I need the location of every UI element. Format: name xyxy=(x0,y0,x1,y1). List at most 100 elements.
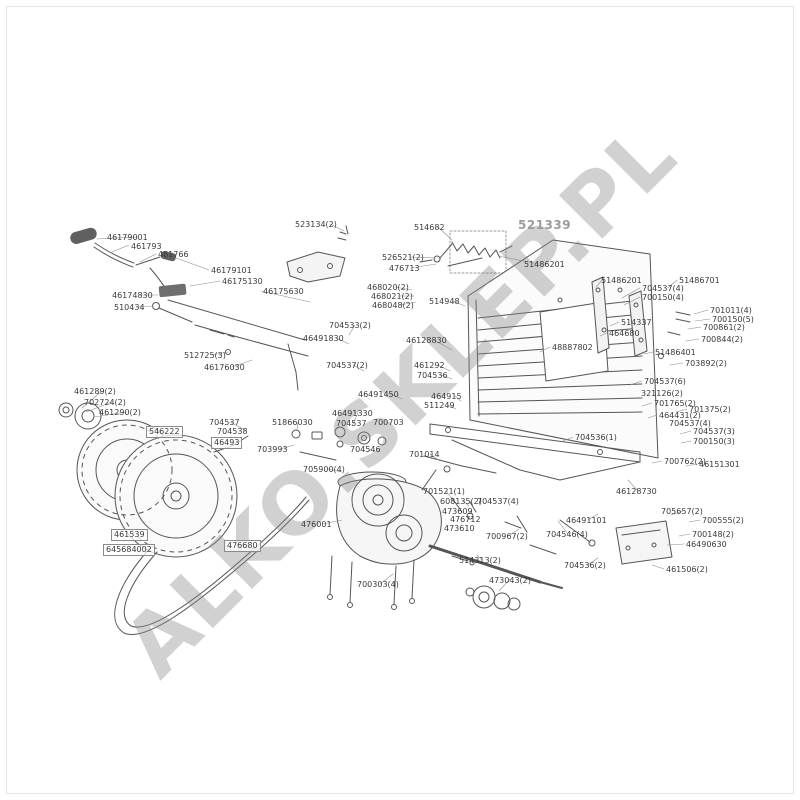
part-label: 700762(2) xyxy=(664,457,706,466)
part-label: 514682 xyxy=(414,223,445,232)
part-label: 705900(4) xyxy=(303,465,345,474)
part-label: 46491450 xyxy=(358,390,399,399)
part-label: 700967(2) xyxy=(486,532,528,541)
part-label: 464915 xyxy=(431,392,462,401)
part-label: 701375(2) xyxy=(689,405,731,414)
part-label: 46176030 xyxy=(204,363,245,372)
part-label: 704537 xyxy=(209,418,240,427)
part-label: 700861(2) xyxy=(703,323,745,332)
part-label: 704536 xyxy=(417,371,448,380)
part-label: 468021(2) xyxy=(371,292,413,301)
part-label: 514948 xyxy=(429,297,460,306)
part-label: 511249 xyxy=(424,401,455,410)
part-label: 523134(2) xyxy=(295,220,337,229)
part-label: 476680 xyxy=(224,540,261,552)
part-label: 700555(2) xyxy=(702,516,744,525)
part-label: 704537(4) xyxy=(642,284,684,293)
part-label: 701765(2) xyxy=(654,399,696,408)
part-label: 510434 xyxy=(114,303,145,312)
part-label: 704537(4) xyxy=(477,497,519,506)
part-label: 703892(2) xyxy=(685,359,727,368)
part-label: 700150(3) xyxy=(693,437,735,446)
part-label: 46490630 xyxy=(686,540,727,549)
part-label: 701521(1) xyxy=(423,487,465,496)
part-label: 46491101 xyxy=(566,516,607,525)
part-label: 521339 xyxy=(518,218,572,232)
part-label: 461290(2) xyxy=(99,408,141,417)
drive-belt xyxy=(114,496,310,635)
part-label: 46128830 xyxy=(406,336,447,345)
part-label: 46493 xyxy=(211,437,243,449)
part-label: 704533(2) xyxy=(329,321,371,330)
part-label: 704537(2) xyxy=(326,361,368,370)
part-label: 704537(4) xyxy=(669,419,711,428)
part-label: 704537(6) xyxy=(644,377,686,386)
part-label: 473610 xyxy=(444,524,475,533)
part-label: 526521(2) xyxy=(382,253,424,262)
part-label: 700150(5) xyxy=(712,315,754,324)
part-label: 46179001 xyxy=(107,233,148,242)
mounting-bracket xyxy=(286,225,349,283)
part-label: 514313(2) xyxy=(459,556,501,565)
part-label: 546222 xyxy=(146,426,183,438)
part-label: 473043(2) xyxy=(489,576,531,585)
lever-assembly xyxy=(70,227,309,391)
part-label: 46175130 xyxy=(222,277,263,286)
part-label: 464680 xyxy=(609,329,640,338)
part-label: 461292 xyxy=(414,361,445,370)
part-label: 704538 xyxy=(217,427,248,436)
part-label: 704536(2) xyxy=(564,561,606,570)
part-label: 704537 xyxy=(336,419,367,428)
part-label: 51486201 xyxy=(601,276,642,285)
part-label: 473609 xyxy=(442,507,473,516)
part-label: 700303(4) xyxy=(357,580,399,589)
part-label: 461506(2) xyxy=(666,565,708,574)
wheel-assembly xyxy=(58,402,238,558)
part-label: 46179101 xyxy=(211,266,252,275)
transmission-housing xyxy=(327,471,442,610)
part-label: 704546 xyxy=(350,445,381,454)
part-label: 46174830 xyxy=(112,291,153,300)
part-label: 48887802 xyxy=(552,343,593,352)
part-label: 461793 xyxy=(131,242,162,251)
part-label: 645684002 xyxy=(103,544,155,556)
axle-pulleys xyxy=(428,519,596,611)
part-label: 321126(2) xyxy=(641,389,683,398)
part-label: 46491830 xyxy=(303,334,344,343)
part-label: 46128730 xyxy=(616,487,657,496)
part-label: 46175630 xyxy=(263,287,304,296)
part-label: 461766 xyxy=(158,250,189,259)
part-label: 461539 xyxy=(111,529,148,541)
leader-lines xyxy=(81,223,711,592)
rear-panel xyxy=(467,239,659,459)
part-label: 476712 xyxy=(450,515,481,524)
part-label: 701014 xyxy=(409,450,440,459)
part-label: 702724(2) xyxy=(84,398,126,407)
part-label: 51486201 xyxy=(524,260,565,269)
part-label: 703993 xyxy=(257,445,288,454)
spring-assembly xyxy=(419,230,513,274)
part-label: 608135(2) xyxy=(440,497,482,506)
part-label: 512725(3) xyxy=(184,351,226,360)
part-label: 51866030 xyxy=(272,418,313,427)
part-label: 51486401 xyxy=(655,348,696,357)
part-label: 464431(2) xyxy=(659,411,701,420)
small-hardware xyxy=(213,426,528,533)
part-label: 46151301 xyxy=(699,460,740,469)
part-label: 46491330 xyxy=(332,409,373,418)
part-label: 704546(4) xyxy=(546,530,588,539)
frame-rail xyxy=(429,423,641,481)
part-label: 476001 xyxy=(301,520,332,529)
part-label: 461289(2) xyxy=(74,387,116,396)
part-label: 468020(2) xyxy=(367,283,409,292)
part-label: 468048(2) xyxy=(372,301,414,310)
part-label: 476713 xyxy=(389,264,420,273)
cover-plate xyxy=(615,520,673,565)
part-label: 700703 xyxy=(373,418,404,427)
part-label: 701011(4) xyxy=(710,306,752,315)
part-label: 700844(2) xyxy=(701,335,743,344)
part-label: 51486701 xyxy=(679,276,720,285)
